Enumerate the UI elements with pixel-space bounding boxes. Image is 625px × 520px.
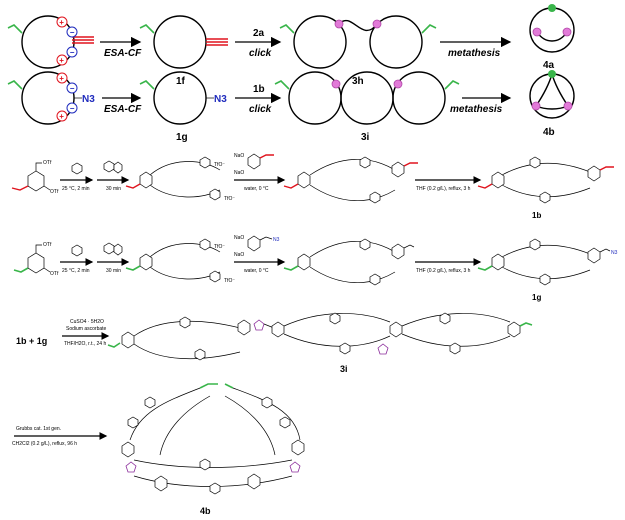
row2-step1-label: ESA-CF — [104, 104, 142, 115]
product-3i-structure — [107, 312, 533, 361]
synthesis-1b: OTf OTf 25 °C, 2 min 30 min TfO⁻ TfO⁻ Na… — [11, 153, 614, 220]
row2-product-1g — [139, 71, 214, 125]
intermediate-1g-salt: TfO⁻ TfO⁻ — [125, 238, 235, 284]
row2-product2-label: 3i — [361, 132, 370, 143]
intermediate-1g-ester — [283, 238, 415, 286]
s1b-product-label: 1b — [532, 211, 541, 220]
row1-product-1f — [139, 15, 228, 69]
click-catalyst: CuSO4 · 5H2O — [70, 319, 104, 325]
s1b-step3: water, 0 °C — [244, 186, 269, 192]
svg-text:−: − — [70, 48, 75, 57]
row1-product-3h — [279, 15, 437, 69]
s1g-reagent-group: N3 — [273, 237, 280, 243]
sm1b-otf-bottom: OTf — [50, 189, 59, 195]
s1g-counterion-1: TfO⁻ — [214, 244, 225, 250]
sm-1b: OTf OTf — [11, 160, 59, 195]
meta-catalyst: Grubbs cat. 1st gen. — [16, 426, 61, 432]
intermediate-1b-salt: TfO⁻ TfO⁻ — [125, 156, 235, 202]
s1g-step4: THF (0.2 g/L), reflux, 3 h — [416, 268, 471, 274]
meta-conditions: CH2Cl2 (0.2 g/L), reflux, 96 h — [12, 441, 77, 447]
s1g-reagent-top: NaO — [234, 235, 244, 241]
click-reactants: 1b + 1g — [16, 336, 47, 346]
svg-text:−: − — [70, 104, 75, 113]
s1g-counterion-2: TfO⁻ — [224, 278, 235, 284]
s1g-product-label: 1g — [532, 293, 541, 302]
intermediate-1b-ester — [283, 156, 418, 204]
s1b-step1: 25 °C, 2 min — [62, 186, 90, 192]
svg-text:+: + — [59, 56, 64, 65]
row2-azide-label-precursor: N3 — [82, 94, 95, 105]
row2-product-4b — [529, 70, 575, 119]
s1g-step2: 30 min — [106, 268, 121, 274]
reagent-pyrrolidine-2 — [71, 244, 83, 257]
click-reductant: Sodium ascorbate — [66, 326, 107, 332]
row2-precursor: + − + − — [7, 71, 82, 125]
reagent-dicarboxylate-1g — [247, 235, 261, 252]
s1b-counterion-2: TfO⁻ — [224, 196, 235, 202]
reagent-pyrrolidine-1 — [71, 162, 83, 175]
row1-product-4a — [529, 4, 575, 53]
s1g-product-group: N3 — [611, 250, 618, 256]
row2-product3-label: 4b — [543, 127, 555, 138]
sm1g-otf-bottom: OTf — [50, 271, 59, 277]
metathesis-step: Grubbs cat. 1st gen. CH2Cl2 (0.2 g/L), r… — [12, 383, 305, 516]
svg-text:−: − — [70, 28, 75, 37]
svg-text:+: + — [59, 74, 64, 83]
reagent-pyridinium-1 — [103, 160, 115, 173]
sm1g-otf-top: OTf — [43, 242, 52, 248]
sm-1g: OTf OTf — [13, 242, 59, 277]
s1g-step1: 25 °C, 2 min — [62, 268, 90, 274]
svg-text:+: + — [59, 18, 64, 27]
row1-step3-label: metathesis — [448, 48, 501, 59]
s1b-reagent-top: NaO — [234, 153, 244, 159]
row2-reagent: 1b — [253, 84, 265, 95]
row2-product-3i — [274, 71, 460, 125]
row1-product2-label: 3h — [352, 76, 364, 87]
meta-product-label: 4b — [200, 506, 211, 516]
synthesis-1g: OTf OTf 25 °C, 2 min 30 min TfO⁻ TfO⁻ N3… — [13, 235, 618, 302]
sm1b-otf-top: OTf — [43, 160, 52, 166]
row1-step2-label: click — [249, 48, 272, 59]
s1b-counterion-1: TfO⁻ — [214, 162, 225, 168]
s1g-reagent-bottom: NaO — [234, 252, 244, 258]
reagent-pyridinium-2 — [103, 242, 115, 255]
product-1g-structure — [477, 238, 611, 286]
row1-precursor: + − + − — [7, 15, 94, 69]
s1g-step3: water, 0 °C — [244, 268, 269, 274]
s1b-step2: 30 min — [106, 186, 121, 192]
product-4b-structure — [121, 383, 305, 495]
row2-step2-label: click — [249, 104, 272, 115]
row2-step3-label: metathesis — [450, 104, 503, 115]
svg-text:−: − — [70, 84, 75, 93]
row1-product1-label: 1f — [176, 76, 186, 87]
row1-reagent: 2a — [253, 28, 265, 39]
click-step: 1b + 1g CuSO4 · 5H2O Sodium ascorbate TH… — [16, 312, 533, 374]
svg-text:+: + — [59, 112, 64, 121]
row1-product3-label: 4a — [543, 60, 555, 71]
reagent-dicarboxylate-1b — [247, 153, 261, 170]
product-1b-structure — [477, 156, 614, 204]
row1-step1-label: ESA-CF — [104, 48, 142, 59]
click-product-label: 3i — [340, 364, 348, 374]
s1b-step4: THF (0.2 g/L), reflux, 3 h — [416, 186, 471, 192]
row2-product1-label: 1g — [176, 132, 188, 143]
click-conditions: THF/H2O, r.t., 24 h — [64, 341, 106, 347]
s1b-reagent-bottom: NaO — [234, 170, 244, 176]
row2-azide-label-product: N3 — [214, 94, 227, 105]
